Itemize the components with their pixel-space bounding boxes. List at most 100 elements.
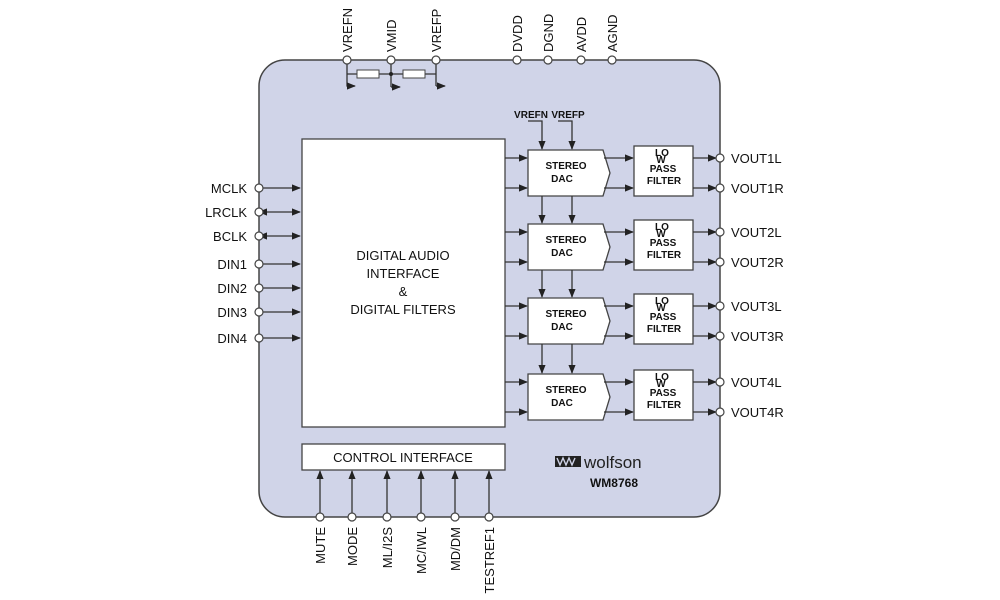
control-interface-block [301, 443, 506, 471]
pin-label-vout1r: VOUT1R [731, 181, 784, 196]
pin-label-vmid: VMID [384, 20, 399, 53]
low-pass-filter-3 [633, 293, 694, 345]
filter-label-2-d: FILTER [647, 250, 682, 261]
pin-din2 [254, 283, 264, 293]
pin-label-vout3l: VOUT3L [731, 299, 782, 314]
pin-din4 [254, 333, 264, 343]
pin-label-mode: MODE [345, 527, 360, 566]
pin-din3 [254, 307, 264, 317]
pin-label-dgnd: DGND [541, 14, 556, 52]
pin-dgnd [543, 55, 553, 65]
dai-label-2: INTERFACE [367, 266, 440, 281]
pin-label-avdd: AVDD [574, 17, 589, 52]
wolfson-logo: wolfson [555, 453, 642, 472]
pin-vrefn [342, 55, 352, 65]
filter-label-4-c: PASS [650, 388, 677, 399]
pin-dvdd [512, 55, 522, 65]
pin-label-mute: MUTE [313, 527, 328, 564]
dac-ref-label-vrefn: VREFN [514, 110, 548, 121]
pin-vout2l [715, 227, 725, 237]
pin-ml-i2s [382, 512, 392, 522]
filter-label-3-d: FILTER [647, 324, 682, 335]
filter-label-2-a: LO [655, 222, 669, 233]
pin-label-din4: DIN4 [217, 331, 247, 346]
control-interface-label: CONTROL INTERFACE [333, 450, 473, 465]
pin-label-din3: DIN3 [217, 305, 247, 320]
dai-label-3: & [399, 284, 408, 299]
pin-label-lrclk: LRCLK [205, 205, 247, 220]
low-pass-filter-2 [633, 219, 694, 271]
stereo-dac-3 [527, 297, 611, 345]
pin-vout1r [715, 183, 725, 193]
pin-label-testref1: TESTREF1 [482, 527, 497, 593]
wolfson-logo-icon [555, 456, 581, 467]
pin-bclk [254, 231, 264, 241]
filter-label-4-b: W [656, 379, 666, 390]
dac-ref-label-vrefp: VREFP [551, 110, 585, 121]
pin-mute [315, 512, 325, 522]
dac-label-3-b: DAC [551, 322, 573, 333]
filter-label-1-a: LO [655, 148, 669, 159]
pin-label-vout3r: VOUT3R [731, 329, 784, 344]
pin-din1 [254, 259, 264, 269]
pin-vout4r [715, 407, 725, 417]
pin-label-vrefn: VREFN [340, 8, 355, 52]
part-number: WM8768 [590, 476, 638, 490]
pin-agnd [607, 55, 617, 65]
dac-label-2-b: DAC [551, 248, 573, 259]
pin-vout4l [715, 377, 725, 387]
filter-label-4-a: LO [655, 372, 669, 383]
pin-label-din1: DIN1 [217, 257, 247, 272]
pin-vmid [386, 55, 396, 65]
pin-mclk [254, 183, 264, 193]
pin-label-ml-i2s: ML/I2S [380, 527, 395, 569]
pin-testref1 [484, 512, 494, 522]
filter-label-1-b: W [656, 155, 666, 166]
pin-vout1l [715, 153, 725, 163]
pin-md-dm [450, 512, 460, 522]
dac-label-3-a: STEREO [545, 309, 586, 320]
pin-vout3r [715, 331, 725, 341]
filter-label-1-c: PASS [650, 164, 677, 175]
filter-label-3-a: LO [655, 296, 669, 307]
pin-label-vrefp: VREFP [429, 9, 444, 52]
pin-label-vout1l: VOUT1L [731, 151, 782, 166]
pin-label-bclk: BCLK [213, 229, 247, 244]
filter-label-2-b: W [656, 229, 666, 240]
stereo-dac-1 [527, 149, 611, 197]
dac-label-4-b: DAC [551, 398, 573, 409]
dac-label-1-b: DAC [551, 174, 573, 185]
pin-avdd [576, 55, 586, 65]
filter-label-3-c: PASS [650, 312, 677, 323]
dac-label-1-a: STEREO [545, 161, 586, 172]
dai-label-1: DIGITAL AUDIO [356, 248, 449, 263]
ref-arrow-vrefp-1 [558, 120, 576, 150]
pin-label-dvdd: DVDD [510, 15, 525, 52]
low-pass-filter-1 [633, 145, 694, 197]
filter-label-2-c: PASS [650, 238, 677, 249]
ref-arrow-vrefn-1 [528, 120, 546, 150]
filter-label-1-d: FILTER [647, 176, 682, 187]
stereo-dac-4 [527, 373, 611, 421]
digital-audio-interface-block [301, 138, 506, 428]
pin-label-vout4r: VOUT4R [731, 405, 784, 420]
dai-label-4: DIGITAL FILTERS [350, 302, 456, 317]
pin-vout3l [715, 301, 725, 311]
pin-mc-iwl [416, 512, 426, 522]
filter-label-4-d: FILTER [647, 400, 682, 411]
pin-label-md-dm: MD/DM [448, 527, 463, 571]
dac-label-4-a: STEREO [545, 385, 586, 396]
pin-lrclk [254, 207, 264, 217]
low-pass-filter-4 [633, 369, 694, 421]
pin-vrefp [431, 55, 441, 65]
pin-label-vout4l: VOUT4L [731, 375, 782, 390]
pin-mode [347, 512, 357, 522]
pin-vout2r [715, 257, 725, 267]
pin-label-vout2r: VOUT2R [731, 255, 784, 270]
pin-label-mc-iwl: MC/IWL [414, 527, 429, 574]
stereo-dac-2 [527, 223, 611, 271]
brand-name: wolfson [583, 453, 642, 472]
pin-label-din2: DIN2 [217, 281, 247, 296]
pin-label-agnd: AGND [605, 14, 620, 52]
